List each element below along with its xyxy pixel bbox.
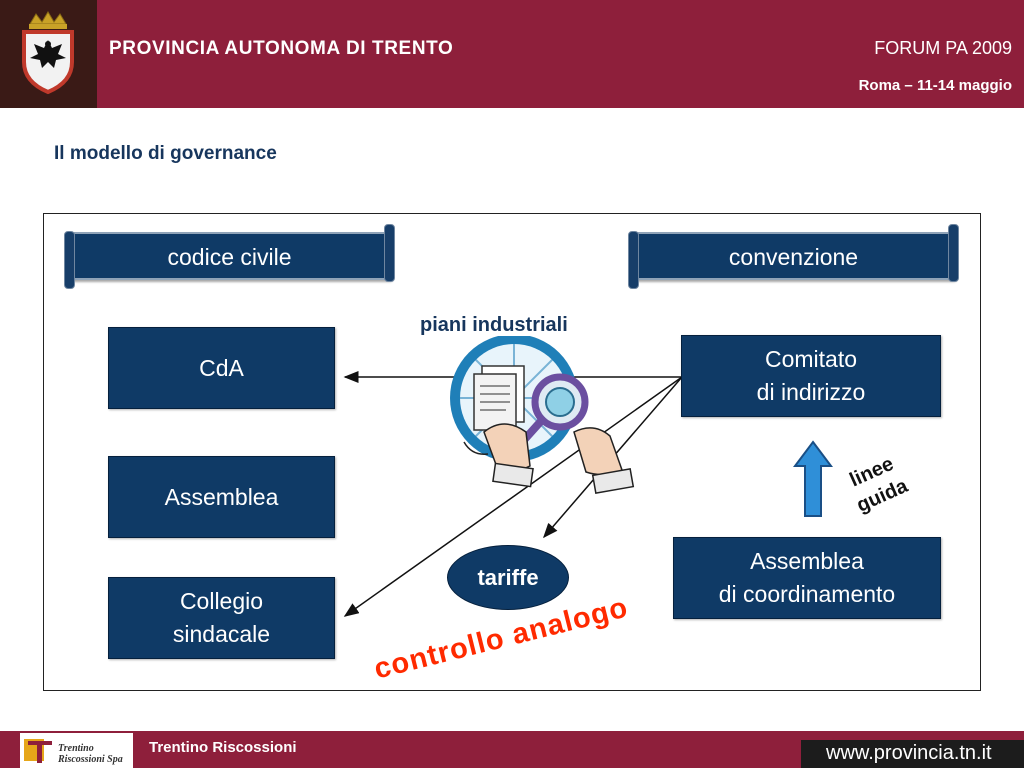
footer-logo: Trentino Riscossioni Spa [20, 733, 133, 768]
arrow-up-icon [793, 440, 833, 517]
footer-company: Trentino Riscossioni [149, 739, 297, 756]
arrow-comitato-collegio [343, 376, 683, 617]
label-piani-industriali: piani industriali [420, 314, 568, 336]
logo-container [0, 0, 97, 108]
scroll-convenzione: convenzione [628, 224, 959, 289]
box-assemblea: Assemblea [108, 456, 335, 538]
box-collegio-sindacale: Collegio sindacale [108, 577, 335, 659]
footer-logo-line1: Trentino [58, 743, 94, 754]
governance-diagram: codice civile convenzione CdA Assemblea … [43, 213, 981, 691]
box-comitato-indirizzo: Comitato di indirizzo [681, 335, 941, 417]
slide-title: Il modello di governance [54, 143, 277, 164]
scroll-codice-civile: codice civile [64, 224, 395, 289]
box-cda: CdA [108, 327, 335, 409]
ellipse-tariffe: tariffe [447, 545, 569, 610]
coat-of-arms-icon [22, 11, 74, 95]
box-assemblea-coordinamento: Assemblea di coordinamento [673, 537, 941, 619]
footer-url-box [801, 740, 1024, 768]
org-name: PROVINCIA AUTONOMA DI TRENTO [109, 38, 454, 59]
event-title: FORUM PA 2009 [874, 38, 1012, 58]
header-bar [0, 0, 1024, 108]
document-magnifier-icon [450, 336, 635, 495]
trentino-riscossioni-logo-icon [24, 739, 52, 763]
footer-url-link[interactable]: www.provincia.tn.it [826, 742, 992, 764]
footer-logo-line2: Riscossioni Spa [58, 754, 123, 765]
event-date: Roma – 11-14 maggio [858, 77, 1012, 94]
